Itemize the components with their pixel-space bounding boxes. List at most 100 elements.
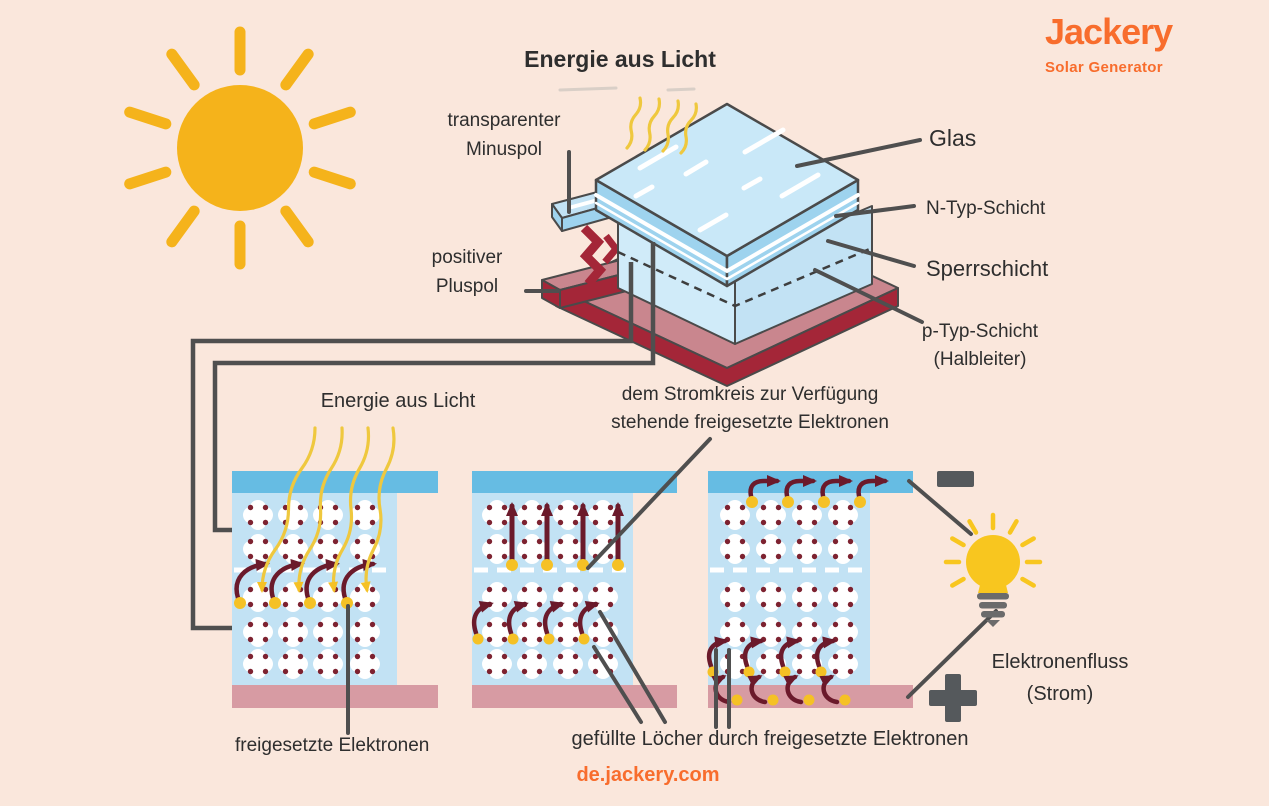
atom-icon	[517, 617, 547, 647]
sun-ray	[124, 166, 172, 190]
pointer-holes-2	[592, 645, 643, 724]
atom-icon	[313, 649, 343, 679]
electron-dot-icon	[578, 633, 590, 645]
electron-dot-icon	[304, 597, 316, 609]
bottom-title: Energie aus Licht	[320, 390, 476, 412]
atom-icon	[756, 534, 786, 564]
electron-dot-icon	[234, 597, 246, 609]
bulb-ray	[1020, 576, 1036, 588]
atom-icon	[350, 500, 380, 530]
p-layer-strip	[232, 685, 438, 708]
hole-arrow	[506, 600, 529, 636]
highlight-dash	[558, 86, 618, 92]
electron-dot-icon	[541, 559, 553, 571]
highlight-dash	[666, 87, 696, 92]
panel-1	[232, 426, 438, 708]
electron-dot-icon	[543, 633, 555, 645]
barrier-dashed-line	[617, 246, 873, 308]
label-p-layer: p-Typ-Schicht (Halbleiter)	[921, 321, 1039, 370]
light-ray-icon	[643, 97, 662, 152]
atom-icon	[243, 617, 273, 647]
atom-icon	[482, 649, 512, 679]
atom-icon	[553, 617, 583, 647]
light-ray-icon	[625, 96, 643, 150]
electron-arrow	[234, 559, 270, 601]
n-type-layer	[594, 193, 860, 274]
bulb-ray	[950, 576, 966, 588]
atom-icon	[720, 500, 750, 530]
atom-icon	[792, 534, 822, 564]
label-released: freigesetzte Elektronen	[235, 735, 430, 756]
light-ray-icon	[661, 99, 680, 153]
label-plus-pole: positiver Pluspol	[431, 247, 503, 297]
atom-icon	[243, 500, 273, 530]
light-bulb-icon	[943, 512, 1043, 627]
hole-arrow	[783, 674, 804, 705]
brand-name: Jackery	[1045, 11, 1173, 52]
zigzag-connector	[602, 233, 621, 265]
electron-dot-icon	[782, 496, 794, 508]
electron-dot-icon	[815, 666, 827, 678]
hole-arrow	[471, 600, 494, 636]
atom-icon	[828, 649, 858, 679]
pointer-n-layer	[834, 204, 916, 218]
electron-dot-icon	[269, 597, 281, 609]
panel-sections	[232, 426, 913, 708]
label-n-layer: N-Typ-Schicht	[926, 198, 1046, 219]
bulb-ray	[967, 519, 979, 535]
n-layer-strip	[472, 471, 677, 493]
bulb-ray	[1020, 536, 1036, 548]
atom-icon	[553, 500, 583, 530]
electron-dot-icon	[818, 496, 830, 508]
hole-arrow	[542, 600, 565, 636]
atom-icon	[350, 617, 380, 647]
light-ray-icon	[328, 426, 371, 593]
label-holes: gefüllte Löcher durch freigesetzte Elekt…	[571, 728, 969, 750]
atom-icon	[828, 617, 858, 647]
sun-ray	[308, 166, 356, 190]
n-layer-strip	[232, 471, 438, 493]
atom-icon	[756, 582, 786, 612]
hole-arrow	[747, 674, 768, 705]
electron-dot-icon	[839, 694, 851, 706]
solar-cell-3d	[541, 96, 899, 387]
wire-to-minus	[907, 479, 973, 536]
atom-icon	[243, 649, 273, 679]
atom-icon	[350, 534, 380, 564]
top-title: Energie aus Licht	[524, 46, 716, 72]
atom-icon	[720, 617, 750, 647]
hole-arrow	[778, 636, 801, 669]
glass-layer	[594, 102, 860, 288]
electron-arrow-right	[820, 475, 853, 499]
electron-dot-icon	[612, 559, 624, 571]
p-layer-strip	[472, 685, 677, 708]
light-ray-icon	[360, 426, 396, 593]
light-ray-icon	[256, 426, 317, 593]
atom-icon	[278, 649, 308, 679]
label-minus-pole: transparenter Minuspol	[447, 110, 561, 160]
electron-dot-icon	[854, 496, 866, 508]
light-ray-icon	[625, 96, 698, 155]
atom-icon	[517, 500, 547, 530]
atom-icon	[756, 500, 786, 530]
sun-ray	[124, 106, 172, 130]
hole-arrow	[814, 636, 837, 669]
sun-ray	[166, 205, 200, 248]
pointer-holes-1	[598, 610, 667, 724]
electron-dot-icon	[507, 633, 519, 645]
sun-icon	[124, 26, 356, 270]
minus-terminal-icon	[937, 471, 974, 487]
atom-icon	[278, 617, 308, 647]
panel-2	[471, 471, 677, 708]
atom-icon	[517, 534, 547, 564]
atom-icon	[828, 500, 858, 530]
pointer-barrier	[826, 239, 916, 268]
atom-icon	[553, 649, 583, 679]
pointer-glass	[795, 138, 922, 168]
atom-icon	[792, 617, 822, 647]
electron-dot-icon	[743, 666, 755, 678]
hole-arrow	[819, 674, 840, 705]
label-glass: Glas	[929, 125, 977, 151]
